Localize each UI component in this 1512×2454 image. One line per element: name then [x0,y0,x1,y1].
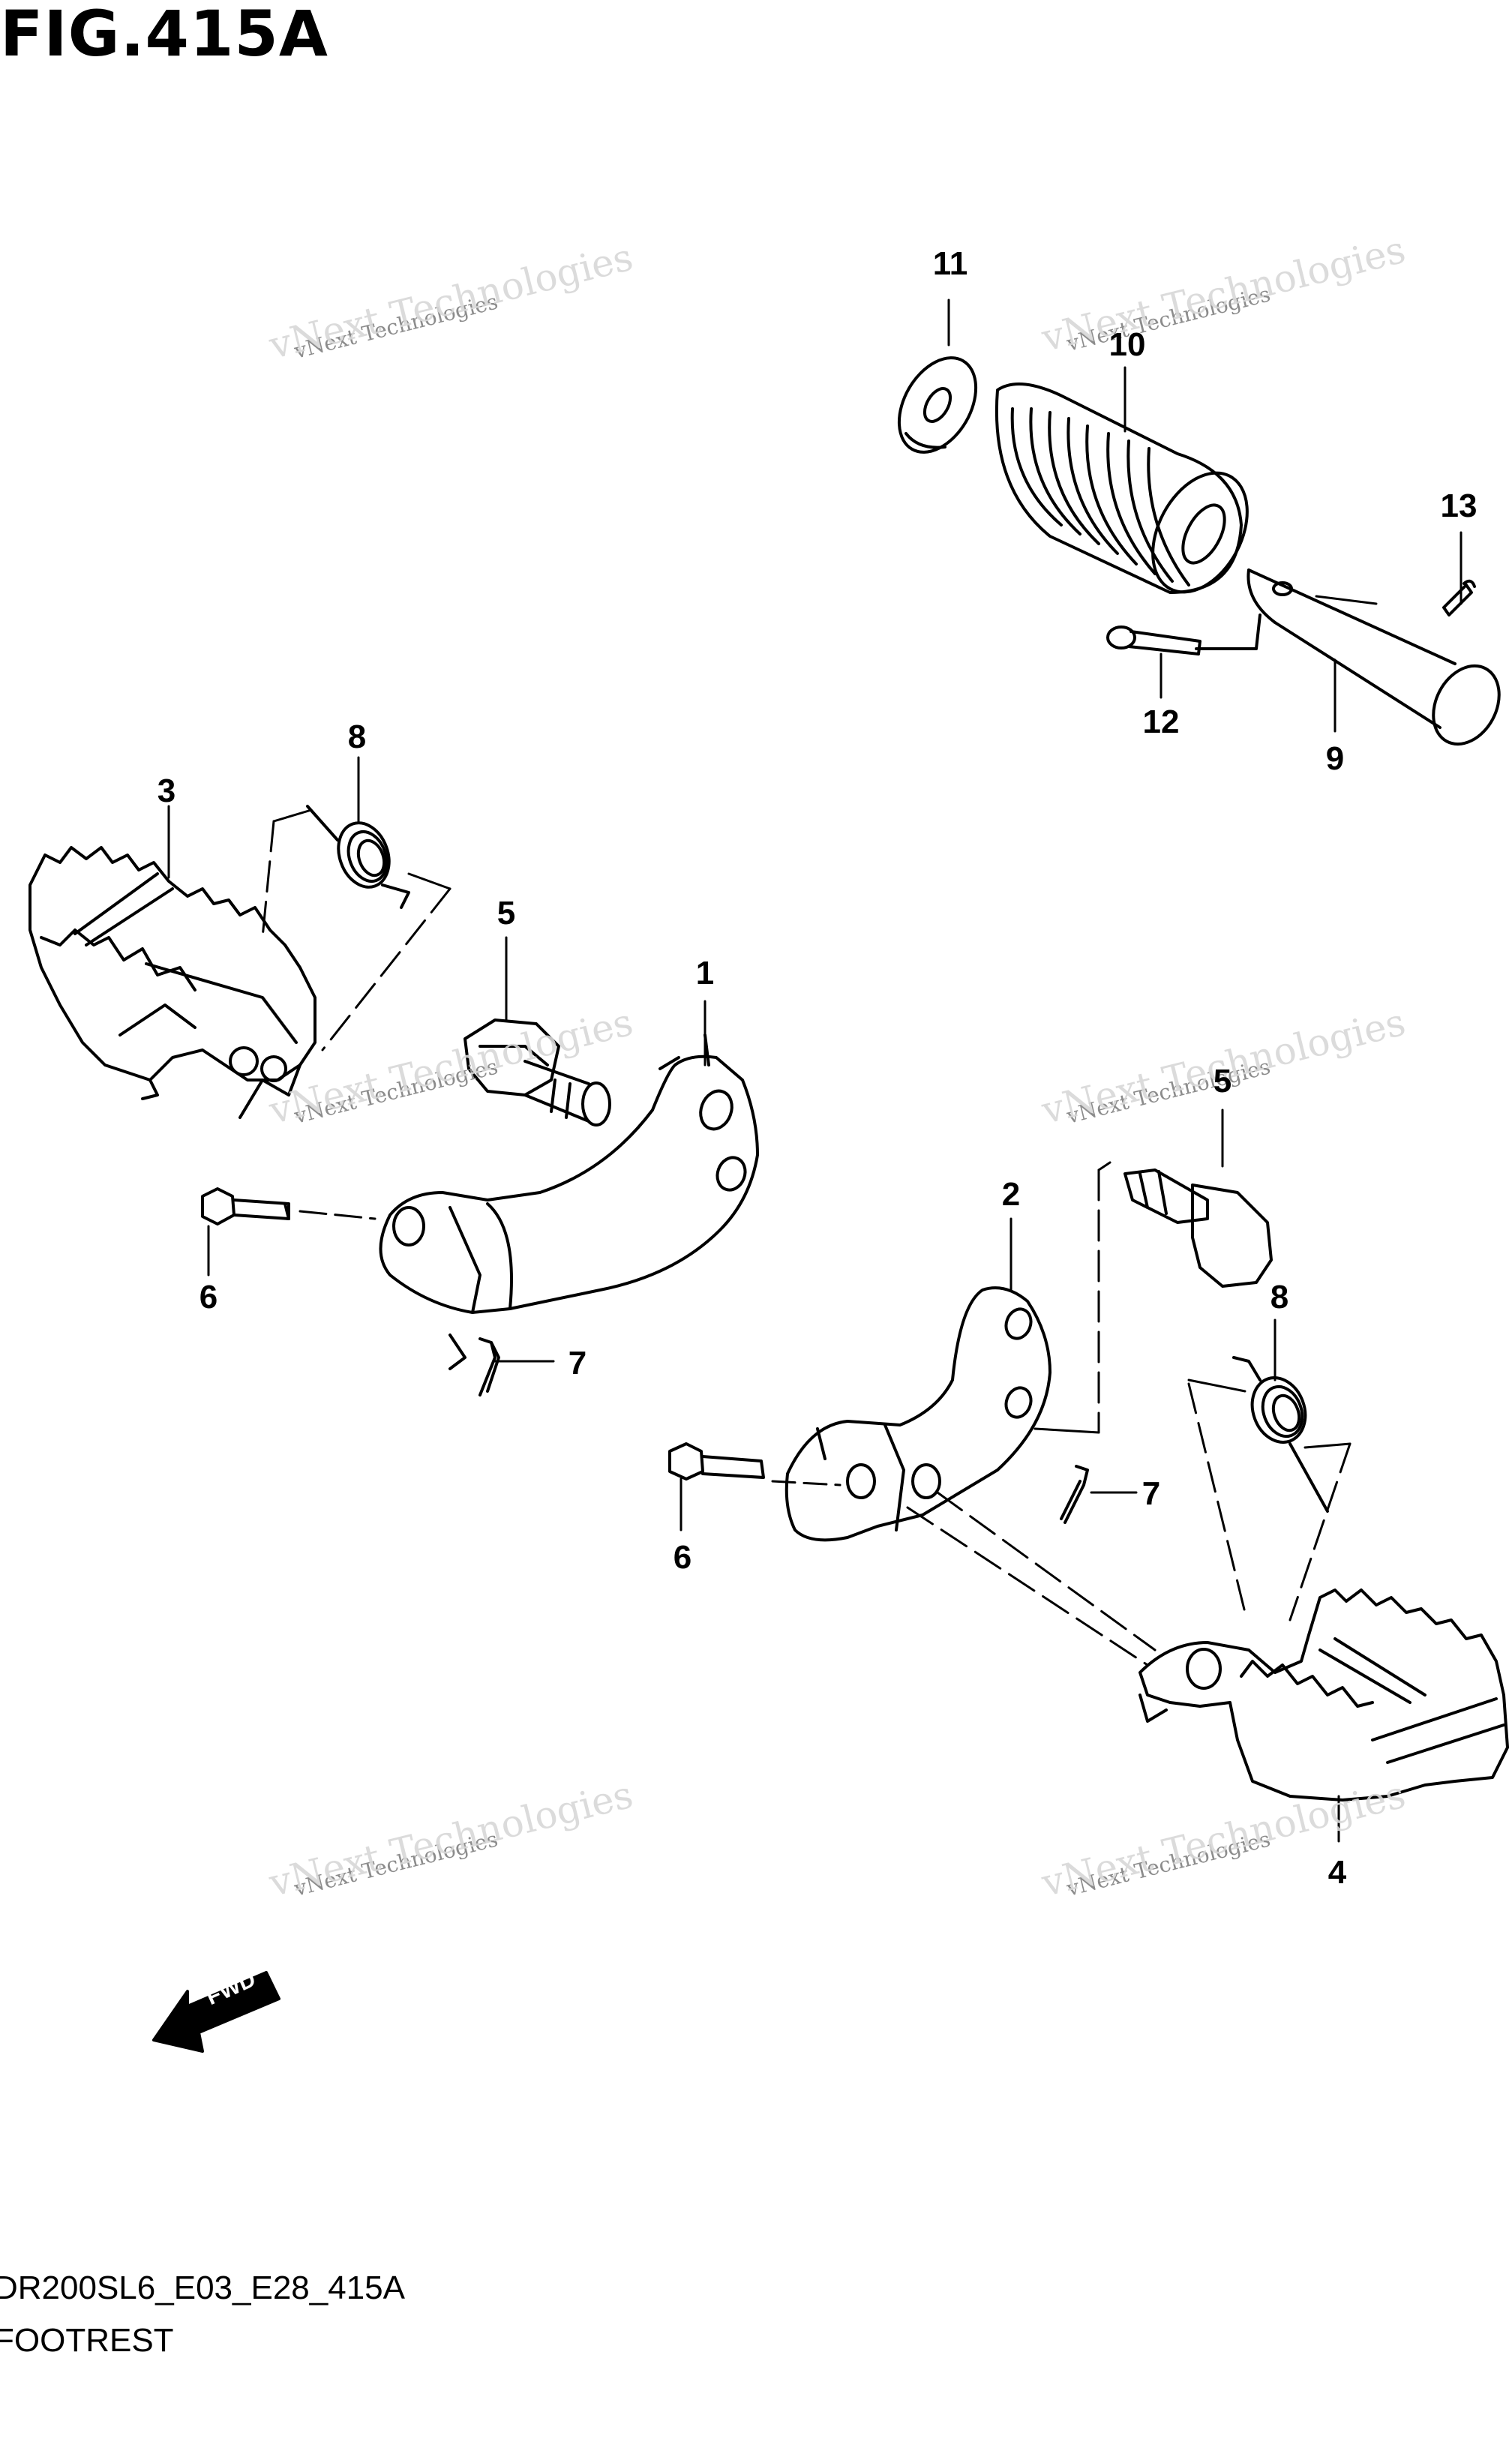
washer-part-11 [897,356,978,454]
figure-name: FOOTREST [0,2322,174,2359]
model-code: DR200SL6_E03_E28_415A [0,2270,406,2306]
callout-4: 4 [1328,1854,1347,1891]
cotter-pin-right-part-7 [1060,1465,1089,1524]
callout-10: 10 [1108,326,1146,363]
callout-3: 3 [157,772,176,809]
leader-dash-left-spring [261,820,452,1052]
callout-6-left: 6 [199,1279,218,1316]
spring-left-part-8 [306,805,410,909]
callout-9: 9 [1325,740,1345,777]
left-footrest-part-3 [28,846,316,1119]
leader-dash-right-link [906,1491,1156,1666]
callout-12: 12 [1142,704,1180,740]
leader-lines [167,298,1462,1843]
callout-7-right: 7 [1142,1475,1161,1512]
callout-5-left: 5 [496,895,516,932]
callout-11: 11 [932,245,968,282]
callout-5-right: 5 [1213,1063,1232,1100]
bolt-right-part-5 [1124,1168,1273,1288]
bolt-left-part-5 [464,1018,611,1126]
callout-8-left: 8 [347,718,367,755]
footrest-pin-part-9 [1246,568,1501,746]
rubber-grip-part-10 [994,382,1249,594]
callout-7-left: 7 [568,1345,587,1382]
callout-8-right: 8 [1270,1279,1289,1316]
callout-2: 2 [1001,1176,1021,1213]
left-bracket-part-1 [379,1034,759,1314]
figure-title: FIG.415A [0,0,328,70]
right-bracket-part-2 [784,1286,1052,1542]
bolt-left-part-6 [201,1187,290,1226]
leader-dash-right-spring [1187,1382,1352,1622]
callout-1: 1 [695,955,715,992]
pin-part-12 [1106,614,1262,656]
right-footrest-part-4 [1138,1588,1509,1802]
callout-13: 13 [1440,488,1478,524]
spring-right-part-8 [1232,1356,1329,1513]
cotter-pin-left-part-7 [448,1334,500,1396]
callout-6-right: 6 [673,1539,692,1576]
fwd-arrow [152,1971,280,2053]
cotter-pin-part-13 [1442,579,1476,616]
bolt-right-part-6 [668,1442,765,1480]
